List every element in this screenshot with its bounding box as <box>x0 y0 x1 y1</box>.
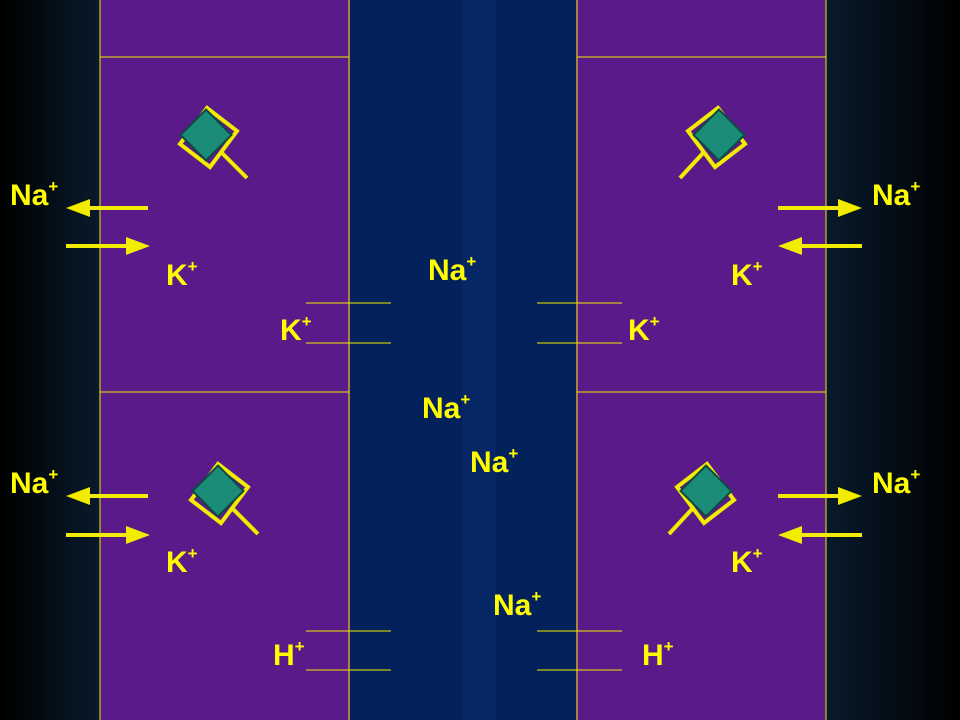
interstitium-right <box>826 0 960 720</box>
ion-na-lower-left: Na+ <box>10 465 58 500</box>
svg-text:K+: K+ <box>166 544 198 579</box>
ion-na-upper-right: Na+ <box>872 177 920 212</box>
arrow-k-in-upper-left <box>66 237 150 255</box>
ion-k-channel-upper-right: K+ <box>628 312 660 347</box>
ion-na-lumen-2: Na+ <box>422 390 470 425</box>
ion-k-lower-right: K+ <box>731 544 763 579</box>
svg-text:Na+: Na+ <box>493 587 541 622</box>
ion-na-lower-right: Na+ <box>872 465 920 500</box>
ion-na-lumen-4: Na+ <box>493 587 541 622</box>
cell-upper-left <box>100 0 350 720</box>
arrow-na-out-upper-left <box>66 199 148 217</box>
svg-text:Na+: Na+ <box>872 465 920 500</box>
ion-na-upper-left: Na+ <box>10 177 58 212</box>
pump-upper-right <box>678 105 748 180</box>
svg-text:H+: H+ <box>642 637 674 672</box>
svg-text:K+: K+ <box>628 312 660 347</box>
arrow-na-out-lower-left <box>66 487 148 505</box>
pump-upper-left <box>177 105 249 180</box>
ion-k-upper-left: K+ <box>166 257 198 292</box>
ion-k-upper-right: K+ <box>731 257 763 292</box>
ion-h-channel-left: H+ <box>273 637 305 672</box>
interstitium-left <box>0 0 100 720</box>
svg-text:K+: K+ <box>731 544 763 579</box>
pump-lower-left <box>188 461 260 536</box>
channel-lines <box>306 302 622 671</box>
svg-text:H+: H+ <box>273 637 305 672</box>
cell-borders <box>99 0 827 720</box>
cell-upper-right <box>576 0 826 720</box>
lumen-sheen <box>462 0 496 720</box>
arrow-k-in-upper-right <box>778 237 862 255</box>
svg-text:K+: K+ <box>731 257 763 292</box>
arrows <box>66 199 862 544</box>
ion-k-channel-upper-left: K+ <box>280 312 312 347</box>
ion-na-lumen-1: Na+ <box>428 252 476 287</box>
svg-text:Na+: Na+ <box>428 252 476 287</box>
svg-text:Na+: Na+ <box>872 177 920 212</box>
arrow-na-out-upper-right <box>778 199 862 217</box>
pump-lower-right <box>667 461 737 536</box>
svg-text:K+: K+ <box>166 257 198 292</box>
svg-text:Na+: Na+ <box>10 465 58 500</box>
svg-text:Na+: Na+ <box>10 177 58 212</box>
arrow-na-out-lower-right <box>778 487 862 505</box>
svg-text:Na+: Na+ <box>470 444 518 479</box>
ion-h-channel-right: H+ <box>642 637 674 672</box>
svg-text:K+: K+ <box>280 312 312 347</box>
arrow-k-in-lower-right <box>778 526 862 544</box>
ion-na-lumen-3: Na+ <box>470 444 518 479</box>
ion-k-lower-left: K+ <box>166 544 198 579</box>
arrow-k-in-lower-left <box>66 526 150 544</box>
svg-text:Na+: Na+ <box>422 390 470 425</box>
